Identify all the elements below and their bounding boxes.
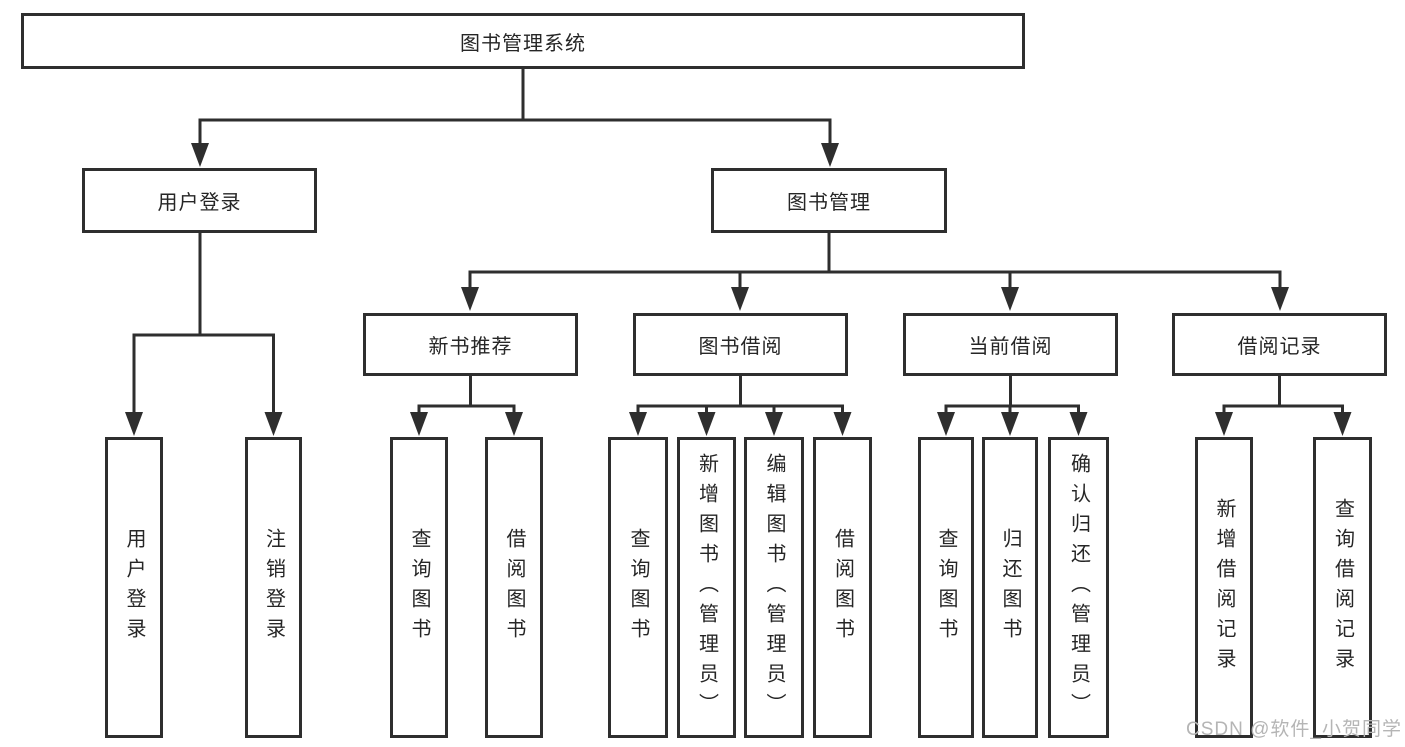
arrow-icon xyxy=(1271,287,1289,311)
leaf-user-login: 用户登录 xyxy=(105,437,163,738)
leaf-query-books-borrowing: 查询图书 xyxy=(608,437,668,738)
leaf-add-book-admin: 新增图书（管理员） xyxy=(677,437,736,738)
arrowheads xyxy=(125,143,1352,436)
arrow-icon xyxy=(629,412,647,436)
watermark: CSDN @软件_小贺同学 xyxy=(1186,719,1402,740)
leaf-borrow-books-borrowing: 借阅图书 xyxy=(813,437,872,738)
arrow-icon xyxy=(833,412,852,436)
node-new-book-recommendation: 新书推荐 xyxy=(363,313,578,376)
arrow-icon xyxy=(697,412,716,436)
node-book-management: 图书管理 xyxy=(711,168,947,233)
node-current-borrowing: 当前借阅 xyxy=(903,313,1118,376)
leaf-edit-book-admin: 编辑图书（管理员） xyxy=(744,437,804,738)
leaf-logout: 注销登录 xyxy=(245,437,302,738)
arrow-icon xyxy=(125,412,143,436)
arrow-icon xyxy=(1001,412,1019,436)
arrow-icon xyxy=(765,412,783,436)
leaf-query-borrow-record: 查询借阅记录 xyxy=(1313,437,1372,738)
arrow-icon xyxy=(1333,412,1352,436)
arrow-icon xyxy=(1069,412,1088,436)
arrow-icon xyxy=(1001,287,1019,311)
arrow-icon xyxy=(937,412,955,436)
arrow-icon xyxy=(264,412,283,436)
node-book-borrowing: 图书借阅 xyxy=(633,313,848,376)
leaf-query-books-recommend: 查询图书 xyxy=(390,437,448,738)
leaf-query-books-current: 查询图书 xyxy=(918,437,974,738)
node-root: 图书管理系统 xyxy=(21,13,1025,69)
leaf-return-books: 归还图书 xyxy=(982,437,1038,738)
arrow-icon xyxy=(821,143,839,167)
node-borrowing-records: 借阅记录 xyxy=(1172,313,1387,376)
leaf-add-borrow-record: 新增借阅记录 xyxy=(1195,437,1253,738)
arrow-icon xyxy=(461,287,479,311)
arrow-icon xyxy=(505,412,523,436)
arrow-icon xyxy=(731,287,749,311)
leaf-confirm-return-admin: 确认归还（管理员） xyxy=(1048,437,1109,738)
arrow-icon xyxy=(191,143,209,167)
leaf-borrow-books-recommend: 借阅图书 xyxy=(485,437,543,738)
node-user-login: 用户登录 xyxy=(82,168,317,233)
arrow-icon xyxy=(410,412,428,436)
arrow-icon xyxy=(1215,412,1233,436)
